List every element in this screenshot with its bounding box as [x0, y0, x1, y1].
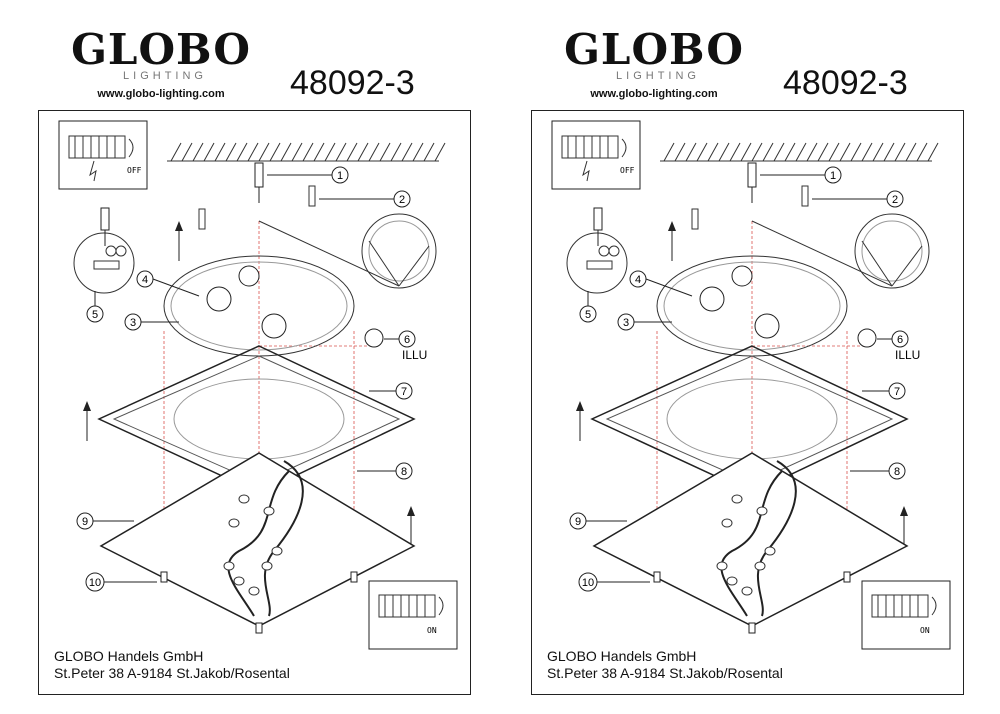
globo-logo: GLOBO LIGHTING www.globo-lighting.com: [559, 25, 749, 101]
ceiling-hatch: [167, 142, 446, 162]
svg-text:4: 4: [635, 274, 641, 286]
company-address: St.Peter 38 A-9184 St.Jakob/Rosental: [54, 665, 290, 681]
brand-sub: LIGHTING: [123, 70, 207, 82]
arrow-icons: [83, 221, 415, 546]
callout-8: 8: [357, 462, 413, 480]
globo-logo: GLOBO LIGHTING www.globo-lighting.com: [66, 25, 256, 101]
assembly-diagram: OFF: [58, 120, 458, 650]
brand-name: GLOBO: [564, 25, 744, 74]
callout-6: 6: [877, 330, 909, 348]
model-number: 48092-3: [783, 64, 908, 102]
callout-10: 10: [578, 572, 650, 592]
callout-4: 4: [136, 270, 200, 297]
ceiling-hatch: [660, 142, 939, 162]
assembly-diagram: OFF: [551, 120, 951, 650]
callout-9: 9: [569, 512, 627, 530]
model-number: 48092-3: [290, 64, 415, 102]
on-label: ON: [427, 626, 437, 635]
svg-text:1: 1: [337, 170, 343, 182]
svg-text:7: 7: [401, 386, 407, 398]
callout-8: 8: [850, 462, 906, 480]
illu-label: ILLU: [895, 348, 920, 362]
instruction-sheet-left: GLOBO LIGHTING www.globo-lighting.com 48…: [38, 25, 471, 695]
callout-markers: 1 2 3 4 5 6 ILLU 7 8 9 10: [76, 166, 427, 592]
arrow-icons: [576, 221, 908, 546]
off-label: OFF: [127, 166, 142, 175]
callout-2: 2: [319, 190, 411, 208]
off-label: OFF: [620, 166, 635, 175]
power-off-icon: OFF: [551, 120, 641, 190]
svg-text:10: 10: [89, 577, 101, 589]
callout-markers: 1 2 3 4 5 6 ILLU 7 8 9 10: [569, 166, 920, 592]
illu-label: ILLU: [402, 348, 427, 362]
callout-6: 6: [384, 330, 416, 348]
power-on-icon: ON: [368, 580, 458, 650]
callout-4: 4: [629, 270, 693, 297]
diagram-frame: OFF: [38, 110, 471, 695]
callout-7: 7: [369, 382, 413, 400]
svg-text:5: 5: [92, 309, 98, 321]
power-off-icon: OFF: [58, 120, 148, 190]
svg-text:6: 6: [897, 334, 903, 346]
power-on-icon: ON: [861, 580, 951, 650]
company-info: GLOBO Handels GmbH St.Peter 38 A-9184 St…: [54, 648, 290, 682]
on-label: ON: [920, 626, 930, 635]
svg-text:9: 9: [82, 516, 88, 528]
svg-text:3: 3: [623, 317, 629, 329]
svg-text:6: 6: [404, 334, 410, 346]
callout-5: 5: [579, 291, 597, 323]
callout-7: 7: [862, 382, 906, 400]
svg-text:2: 2: [892, 194, 898, 206]
callout-1: 1: [267, 166, 349, 184]
svg-text:2: 2: [399, 194, 405, 206]
callout-9: 9: [76, 512, 134, 530]
company-address: St.Peter 38 A-9184 St.Jakob/Rosental: [547, 665, 783, 681]
brand-sub: LIGHTING: [616, 70, 700, 82]
svg-text:5: 5: [585, 309, 591, 321]
company-name: GLOBO Handels GmbH: [54, 648, 204, 664]
svg-text:4: 4: [142, 274, 148, 286]
website-url: www.globo-lighting.com: [590, 88, 718, 100]
svg-text:3: 3: [130, 317, 136, 329]
website-url: www.globo-lighting.com: [97, 88, 225, 100]
callout-5: 5: [86, 291, 104, 323]
company-name: GLOBO Handels GmbH: [547, 648, 697, 664]
company-info: GLOBO Handels GmbH St.Peter 38 A-9184 St…: [547, 648, 783, 682]
callout-3: 3: [617, 313, 672, 331]
svg-text:8: 8: [894, 466, 900, 478]
svg-text:1: 1: [830, 170, 836, 182]
callout-10: 10: [85, 572, 157, 592]
diagram-frame: OFF: [531, 110, 964, 695]
brand-name: GLOBO: [71, 25, 251, 74]
svg-text:7: 7: [894, 386, 900, 398]
svg-text:10: 10: [582, 577, 594, 589]
svg-text:8: 8: [401, 466, 407, 478]
callout-2: 2: [812, 190, 904, 208]
callout-3: 3: [124, 313, 179, 331]
instruction-sheet-right: GLOBO LIGHTING www.globo-lighting.com 48…: [493, 0, 993, 714]
svg-text:9: 9: [575, 516, 581, 528]
callout-1: 1: [760, 166, 842, 184]
